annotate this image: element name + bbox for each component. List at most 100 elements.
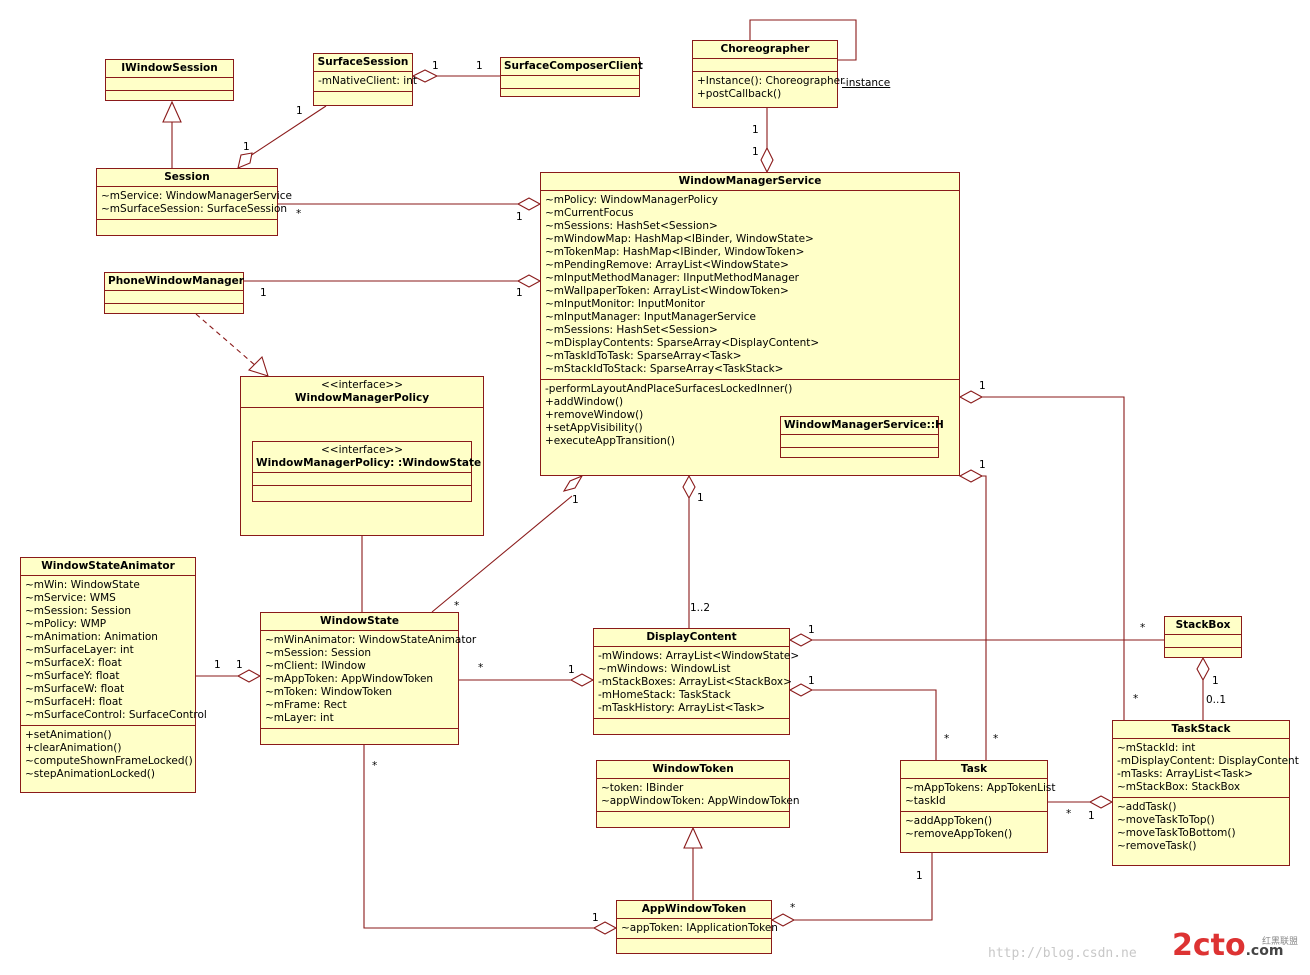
attribute: -mNativeClient: int bbox=[318, 75, 417, 87]
multiplicity: 1 bbox=[476, 60, 483, 72]
attribute: ~mWallpaperToken: ArrayList<WindowToken> bbox=[545, 285, 789, 297]
multiplicity: * bbox=[478, 662, 484, 674]
attribute: ~mWinAnimator: WindowStateAnimator bbox=[265, 634, 477, 646]
class-windowmanagerservice-h: WindowManagerService::H bbox=[780, 416, 944, 458]
attribute: ~mCurrentFocus bbox=[545, 207, 634, 219]
attribute: -mWindows: ArrayList<WindowState> bbox=[598, 650, 800, 662]
attributes: ~token: IBinder~appWindowToken: AppWindo… bbox=[597, 779, 800, 812]
attribute: -mTaskHistory: ArrayList<Task> bbox=[598, 702, 766, 714]
method: +removeWindow() bbox=[545, 409, 644, 421]
attribute: ~mStackBox: StackBox bbox=[1117, 781, 1241, 793]
attribute: ~mAppTokens: AppTokenList bbox=[905, 782, 1056, 794]
multiplicity: 1 bbox=[214, 659, 221, 671]
method: ~moveTaskToTop() bbox=[1117, 814, 1215, 826]
class-iwindowsession: IWindowSession bbox=[105, 59, 234, 101]
attribute: ~mLayer: int bbox=[265, 712, 334, 724]
multiplicity: 1 bbox=[752, 146, 759, 158]
class-surfacesession: SurfaceSession -mNativeClient: int bbox=[313, 53, 417, 106]
class-name: WindowManagerService::H bbox=[781, 417, 944, 435]
class-name: SurfaceSession bbox=[314, 54, 412, 72]
class-stackbox: StackBox bbox=[1164, 616, 1242, 658]
multiplicity: 1 bbox=[697, 492, 704, 504]
method: ~addTask() bbox=[1117, 801, 1177, 813]
class-appwindowtoken: AppWindowToken ~appToken: IApplicationTo… bbox=[616, 900, 778, 954]
attribute: ~mSurfaceLayer: int bbox=[25, 644, 134, 656]
class-session: Session ~mService: WindowManagerService … bbox=[96, 168, 292, 236]
method: +clearAnimation() bbox=[25, 742, 122, 754]
attribute: ~mAnimation: Animation bbox=[25, 631, 158, 643]
attribute: ~mInputManager: InputManagerService bbox=[545, 311, 756, 323]
multiplicity: * bbox=[296, 208, 302, 220]
multiplicity: 1 bbox=[296, 105, 303, 117]
multiplicity: 1 bbox=[243, 141, 250, 153]
multiplicity: 1 bbox=[592, 912, 599, 924]
interface-windowmanagerpolicy-windowstate: <<interface>> WindowManagerPolicy: :Wind… bbox=[252, 441, 481, 502]
class-windowstate: WindowState ~mWinAnimator: WindowStateAn… bbox=[260, 612, 477, 745]
methods: +setAnimation()+clearAnimation()~compute… bbox=[21, 726, 195, 784]
attribute: ~taskId bbox=[905, 795, 946, 807]
attributes: ~mPolicy: WindowManagerPolicy~mCurrentFo… bbox=[541, 191, 959, 380]
multiplicity: * bbox=[944, 733, 950, 745]
attribute: ~mInputMethodManager: IInputMethodManage… bbox=[545, 272, 799, 284]
attribute: ~appWindowToken: AppWindowToken bbox=[601, 795, 800, 807]
attribute: ~mTokenMap: HashMap<IBinder, WindowToken… bbox=[545, 246, 805, 258]
attributes: -mWindows: ArrayList<WindowState>~mWindo… bbox=[594, 647, 800, 719]
method: ~moveTaskToBottom() bbox=[1117, 827, 1236, 839]
class-name: AppWindowToken bbox=[617, 901, 771, 919]
multiplicity: * bbox=[1066, 808, 1072, 820]
attribute: ~mPolicy: WindowManagerPolicy bbox=[545, 194, 718, 206]
attribute: ~mClient: IWindow bbox=[265, 660, 366, 672]
attribute: ~mSurfaceW: float bbox=[25, 683, 125, 695]
class-windowmanagerservice: WindowManagerService ~mPolicy: WindowMan… bbox=[540, 172, 960, 476]
attribute: ~mWindows: WindowList bbox=[598, 663, 731, 675]
multiplicity: 1 bbox=[260, 287, 267, 299]
method: ~stepAnimationLocked() bbox=[25, 768, 155, 780]
method: ~computeShownFrameLocked() bbox=[25, 755, 193, 767]
method: +executeAppTransition() bbox=[545, 435, 675, 447]
class-surfacecomposerclient: SurfaceComposerClient bbox=[500, 57, 643, 97]
attributes: ~mAppTokens: AppTokenList~taskId bbox=[901, 779, 1056, 812]
class-name: Session bbox=[97, 169, 277, 187]
method: ~addAppToken() bbox=[905, 815, 993, 827]
attribute: ~token: IBinder bbox=[601, 782, 684, 794]
attribute: ~mStackIdToStack: SparseArray<TaskStack> bbox=[545, 363, 784, 375]
attribute: ~mSessions: HashSet<Session> bbox=[545, 324, 718, 336]
multiplicity: 1 bbox=[808, 624, 815, 636]
class-name: WindowManagerPolicy bbox=[294, 392, 430, 404]
multiplicity: * bbox=[993, 733, 999, 745]
method: ~removeTask() bbox=[1117, 840, 1197, 852]
multiplicity: * bbox=[1133, 693, 1139, 705]
multiplicity: 1..2 bbox=[690, 602, 711, 614]
attribute: -mTasks: ArrayList<Task> bbox=[1117, 768, 1253, 780]
class-name: PhoneWindowManager bbox=[105, 273, 244, 291]
methods: ~addAppToken()~removeAppToken() bbox=[901, 812, 1047, 844]
class-name: WindowManagerService bbox=[541, 173, 959, 191]
attribute: ~appToken: IApplicationToken bbox=[621, 922, 778, 934]
multiplicity: 1 bbox=[1088, 810, 1095, 822]
class-task: Task ~mAppTokens: AppTokenList~taskId ~a… bbox=[900, 760, 1056, 853]
methods: ~addTask()~moveTaskToTop()~moveTaskToBot… bbox=[1113, 798, 1289, 856]
attribute: ~mToken: WindowToken bbox=[265, 686, 393, 698]
method: +Instance(): Choreographer bbox=[697, 75, 845, 87]
attribute: ~mSurfaceX: float bbox=[25, 657, 122, 669]
attribute: ~mPolicy: WMP bbox=[25, 618, 107, 630]
multiplicity: * bbox=[1140, 622, 1146, 634]
attribute: ~mService: WMS bbox=[25, 592, 116, 604]
class-name: TaskStack bbox=[1113, 721, 1289, 739]
multiplicity: * bbox=[454, 600, 460, 612]
multiplicity: 1 bbox=[432, 60, 439, 72]
stereotype: <<interface>> bbox=[320, 444, 404, 456]
watermark-logo: 2cto.com bbox=[1172, 928, 1283, 963]
multiplicity: * bbox=[790, 902, 796, 914]
method: +addWindow() bbox=[545, 396, 624, 408]
class-name: SurfaceComposerClient bbox=[501, 58, 643, 76]
attributes: ~mWinAnimator: WindowStateAnimator~mSess… bbox=[261, 631, 477, 729]
method: +postCallback() bbox=[697, 88, 782, 100]
method: +setAppVisibility() bbox=[545, 422, 643, 434]
class-name: Choreographer bbox=[693, 41, 837, 59]
attribute: ~mAppToken: AppWindowToken bbox=[265, 673, 434, 685]
methods: -performLayoutAndPlaceSurfacesLockedInne… bbox=[541, 380, 959, 451]
multiplicity: 1 bbox=[1212, 675, 1219, 687]
multiplicity: 1 bbox=[752, 124, 759, 136]
